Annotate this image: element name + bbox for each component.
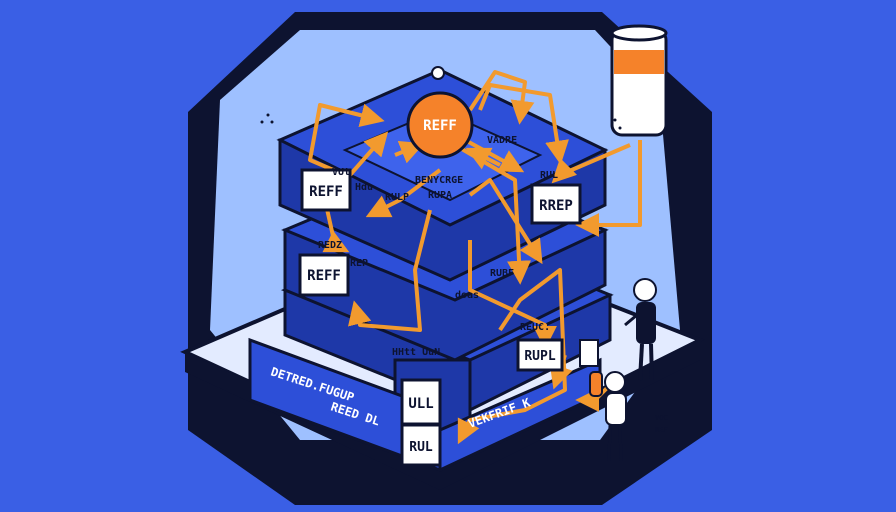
arrow-14: [457, 268, 567, 445]
label-box-mid-left-text: REFF: [307, 268, 341, 284]
label-box-lower-text: RUPL: [524, 349, 555, 364]
label-box-ull: ULL: [400, 378, 442, 426]
label-box-rul-text: RUL: [409, 440, 433, 455]
label-box-right-text: RREP: [539, 198, 573, 214]
arrow-13: [468, 240, 557, 350]
arrow-12: [348, 209, 432, 332]
label-lower-left-text: HHtt UuN: [392, 347, 440, 358]
clipboard: [579, 339, 599, 367]
label-right-small: RUL: [540, 170, 558, 181]
label-box-ull-text: ULL: [408, 396, 433, 412]
arrow-11: [468, 178, 543, 265]
label-box-rul: RUL: [400, 423, 442, 467]
arrow-16: [551, 143, 631, 184]
label-mid-text2: RUBF: [490, 268, 514, 279]
person-child: [589, 371, 627, 463]
storage-jar: [610, 24, 668, 137]
label-box-mid-left: REFF: [298, 253, 350, 297]
label-center-a: BENYCRGE: [415, 175, 463, 186]
label-lower-small: REUC.: [520, 322, 550, 333]
label-box-top-left: REFF: [300, 168, 352, 212]
arrow-1: [308, 103, 385, 177]
arrow-9: [365, 168, 442, 218]
arrow-2: [348, 131, 389, 177]
label-box-lower: RUPL: [516, 338, 564, 372]
person-adult: [624, 278, 657, 381]
label-center-b: RUPA: [428, 190, 452, 201]
label-center-c: RULP: [385, 192, 409, 203]
central-node-label: REFF: [423, 118, 457, 134]
label-box-top-left-text: REFF: [309, 184, 343, 200]
arrow-4: [478, 83, 569, 165]
label-far-right-b: REF: [655, 426, 668, 434]
top-knob: [431, 66, 445, 80]
arrow-8: [465, 147, 501, 170]
arrow-15: [575, 140, 642, 237]
label-top-left-small: VUt: [332, 167, 350, 178]
label-mid-left-small: REDZ: [318, 240, 342, 251]
arrow-18: [575, 383, 612, 412]
arrow-10: [322, 199, 350, 253]
label-far-right-a: VOC: [655, 414, 668, 422]
arrow-3: [468, 70, 535, 125]
sparkles: [260, 113, 622, 130]
central-node: [406, 91, 474, 159]
label-top-left-small2: Hdu: [355, 182, 373, 193]
label-mid-left-small2: REP: [350, 258, 368, 269]
label-top-center: VADRE: [487, 135, 517, 146]
label-mid-text: doas: [455, 290, 479, 301]
label-box-right: RREP: [530, 183, 582, 225]
flow-arrows: [308, 70, 642, 445]
